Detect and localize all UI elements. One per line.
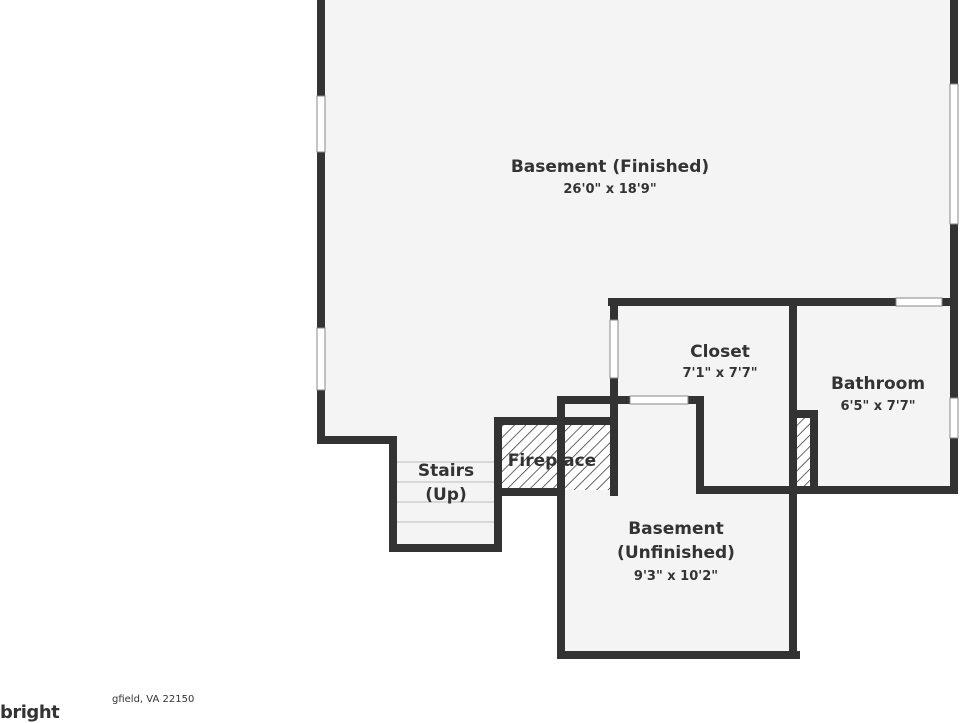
bathroom-floor: [796, 302, 954, 490]
window-east-1: [949, 83, 959, 225]
stairs-floor: [394, 440, 496, 548]
basement-finished-label: Basement (Finished): [511, 157, 709, 177]
bright-mls-logo: bright: [0, 702, 60, 723]
window-west-2: [316, 327, 326, 391]
basement-unfinished-floor: [561, 400, 792, 655]
chase-wall: [789, 410, 818, 494]
basement-finished-dims: 26'0" x 18'9": [563, 182, 656, 197]
bathroom-label: Bathroom: [831, 374, 925, 394]
bathroom-dims: 6'5" x 7'7": [840, 399, 915, 414]
closet-label: Closet: [690, 342, 750, 362]
fireplace-hatch: [500, 425, 610, 490]
fireplace-label: Fireplace: [508, 451, 596, 471]
basement-unfinished-dims: 9'3" x 10'2": [634, 569, 718, 584]
window-bath-east: [949, 397, 959, 439]
closet-dims: 7'1" x 7'7": [682, 366, 757, 381]
chase-hatch: [796, 418, 810, 490]
window-west-1: [316, 95, 326, 153]
unfinished-walls: [557, 396, 800, 659]
basement-finished-floor: [321, 0, 954, 440]
window-unfinished-north: [629, 395, 689, 405]
stairs-label-line1: Stairs: [418, 461, 474, 481]
stair-treads: [396, 461, 494, 523]
footer-address: gfield, VA 22150: [112, 694, 195, 705]
window-bath-north: [895, 297, 943, 307]
basement-unfinished-label-line2: (Unfinished): [617, 543, 735, 563]
floor-fills: [321, 0, 954, 655]
stairs-label-line2: (Up): [425, 485, 467, 505]
windows: [316, 83, 959, 439]
basement-unfinished-label-line1: Basement: [628, 519, 724, 539]
stairs-walls: [389, 417, 618, 552]
window-closet-west: [609, 319, 619, 379]
